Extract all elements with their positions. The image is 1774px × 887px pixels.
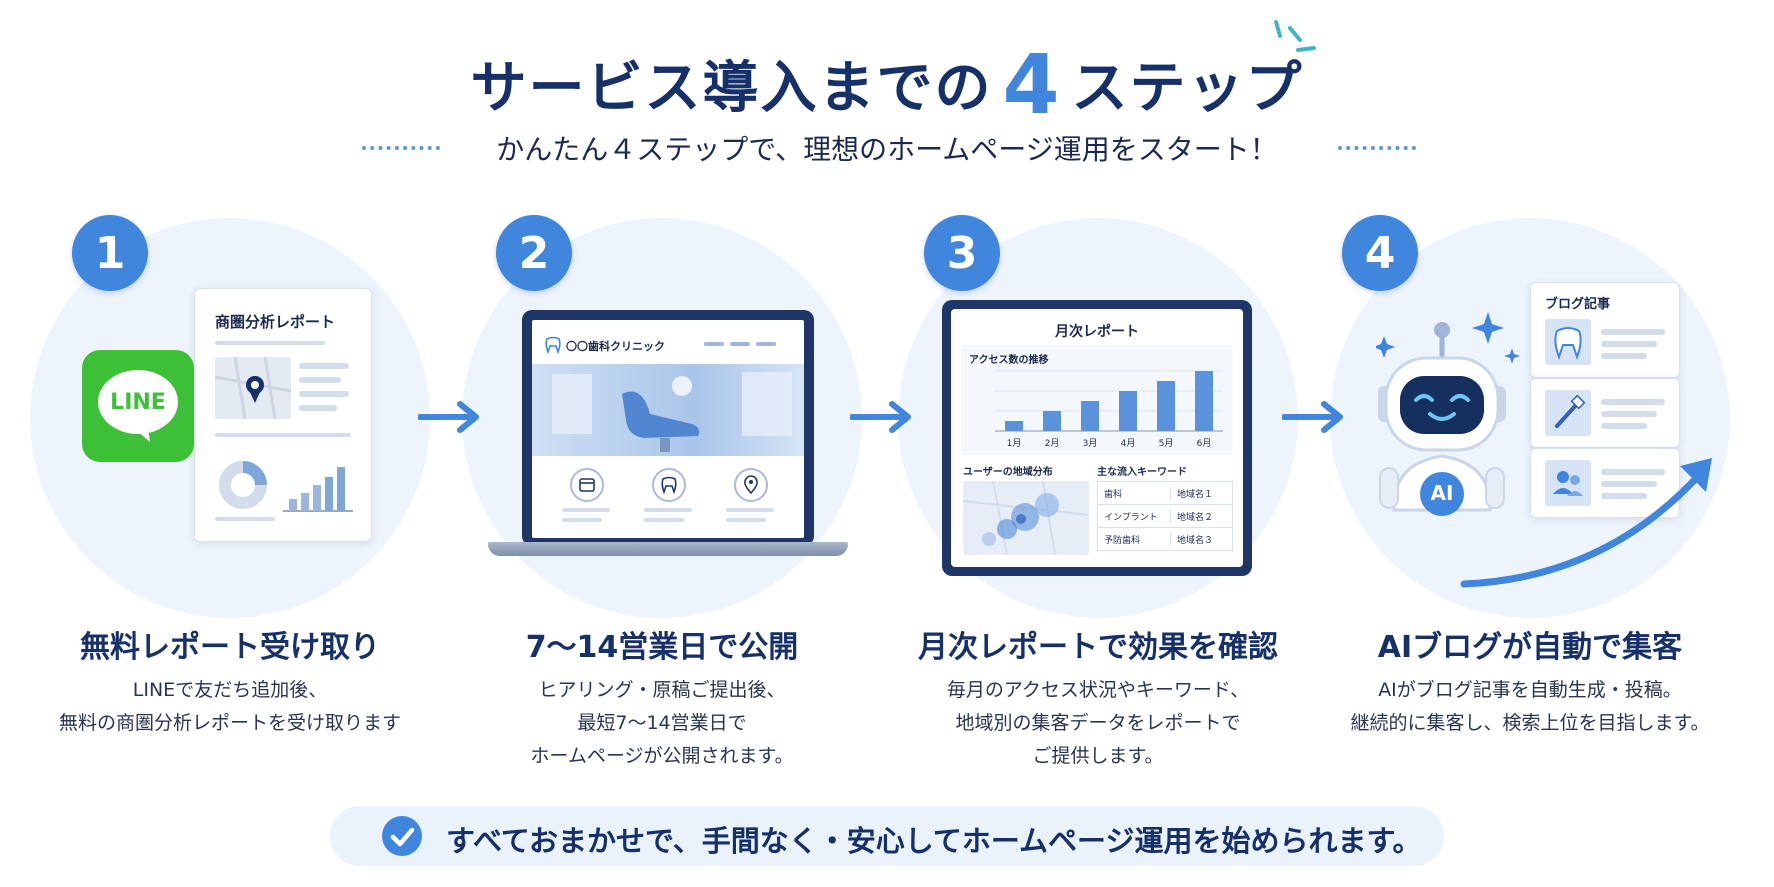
step-3-title: 月次レポートで効果を確認 (918, 630, 1278, 665)
step-3-badge: 3 (924, 215, 1000, 291)
step-4-badge: 4 (1342, 215, 1418, 291)
title-number: 4 (1002, 38, 1062, 133)
description-line: 毎月のアクセス状況やキーワード、 (946, 679, 1250, 701)
map-pin-icon (214, 356, 292, 420)
chart-tick-label: 2月 (1045, 438, 1060, 449)
access-chart-title: アクセス数の推移 (969, 355, 1049, 366)
monthly-report-title: 月次レポート (1055, 324, 1139, 340)
sparkle-icon (1376, 312, 1520, 364)
subtitle-dots-right (1338, 146, 1416, 150)
bar-chart-icon (283, 467, 353, 512)
access-chart-panel: アクセス数の推移 1月 2月 3月 4月 5月 6月 (961, 345, 1233, 455)
table-row: 歯科 地域名１ (1097, 481, 1233, 504)
chart-tick-label: 3月 (1083, 438, 1098, 449)
report-title: 商圏分析レポート (215, 313, 336, 331)
step-1-badge: 1 (72, 215, 148, 291)
ai-robot-icon (1378, 322, 1506, 516)
keyword-table: 歯科 地域名１ インプラント 地域名２ 予防歯科 地域名３ (1097, 481, 1233, 551)
chart-tick-label: 5月 (1159, 438, 1174, 449)
chart-tick-label: 1月 (1007, 438, 1022, 449)
blog-card (1530, 448, 1680, 518)
dental-chair-icon (552, 372, 792, 452)
table-row: 予防歯科 地域名３ (1097, 527, 1233, 551)
robot-ai-label: AI (1430, 481, 1454, 505)
step-4-title: AIブログが自動で集客 (1377, 630, 1683, 665)
chart-tick-label: 6月 (1197, 438, 1212, 449)
arrow-right-icon (418, 401, 479, 433)
keyword-cell: 予防歯科 (1098, 532, 1171, 546)
arrow-right-icon (1282, 401, 1343, 433)
footer-banner (330, 806, 1444, 866)
toothbrush-icon (1545, 390, 1591, 436)
title-before: サービス導入までの (470, 56, 993, 121)
title-after: ステップ (1071, 56, 1304, 121)
clinic-site-name: 〇〇歯科クリニック (566, 340, 665, 353)
description-line: 最短7〜14営業日で (577, 712, 747, 734)
sparkle-icon (1274, 20, 1316, 52)
region-cell: 地域名３ (1177, 535, 1214, 546)
keyword-cell: インプラント (1098, 509, 1171, 523)
step-2-description: ヒアリング・原稿ご提出後、 最短7〜14営業日で ホームページが公開されます。 (452, 674, 872, 773)
table-row: インプラント 地域名２ (1097, 504, 1233, 527)
map-thumbnail (214, 356, 292, 420)
footer-message: すべておまかせで、手間なく・安心してホームページ運用を始められます。 (446, 824, 1422, 858)
donut-chart-icon (219, 461, 267, 509)
region-map-title: ユーザーの地域分布 (963, 467, 1053, 478)
description-line: 継続的に集客し、検索上位を目指します。 (1350, 712, 1710, 734)
step-1-description: LINEで友だち追加後、 無料の商圏分析レポートを受け取ります (20, 674, 440, 740)
description-line: AIがブログ記事を自動生成・投稿。 (1378, 679, 1682, 701)
blog-card: ブログ記事 (1530, 282, 1680, 378)
laptop-screen-frame: 〇〇歯科クリニック (522, 310, 814, 546)
clinic-hero-image (532, 364, 804, 456)
tooth-icon (545, 336, 561, 354)
chart-tick-label: 4月 (1121, 438, 1136, 449)
keyword-cell: 歯科 (1098, 486, 1171, 500)
step-1-title: 無料レポート受け取り (80, 630, 380, 665)
chart-bar (1157, 381, 1175, 431)
chart-bar (1043, 411, 1061, 431)
page-subtitle: かんたん４ステップで、理想のホームページ運用をスタート！ (496, 133, 1278, 166)
arrow-right-icon (850, 401, 911, 433)
check-icon (382, 816, 422, 856)
calendar-icon (570, 468, 604, 502)
laptop-base (488, 542, 848, 556)
description-line: ご提供します。 (1032, 745, 1164, 767)
description-line: ヒアリング・原稿ご提出後、 (538, 679, 786, 701)
region-heatmap (963, 481, 1089, 555)
line-logo: LINE (82, 350, 194, 462)
blog-card (1530, 378, 1680, 448)
description-line: ホームページが公開されます。 (530, 745, 794, 767)
subtitle-dots-left (362, 146, 440, 150)
chart-bar (1195, 371, 1213, 431)
access-bar-chart: 1月 2月 3月 4月 5月 6月 (995, 370, 1223, 449)
laptop-screen: 〇〇歯科クリニック (532, 320, 804, 538)
description-line: LINEで友だち追加後、 (132, 679, 328, 701)
location-pin-icon (734, 468, 768, 502)
description-line: 無料の商圏分析レポートを受け取ります (58, 712, 401, 734)
tooth-icon (1545, 319, 1591, 365)
line-logo-text: LINE (110, 390, 166, 415)
monthly-report: 月次レポート アクセス数の推移 1月 2月 3月 4月 5月 6月 ユーザーの地域分布 主… (951, 309, 1243, 567)
trade-area-report-card: 商圏分析レポート (194, 288, 372, 542)
step-2-badge: 2 (496, 215, 572, 291)
region-cell: 地域名１ (1177, 489, 1214, 500)
chart-bar (1119, 391, 1137, 431)
region-cell: 地域名２ (1177, 512, 1214, 523)
growth-arrow-icon (1460, 458, 1712, 588)
step-4-description: AIがブログ記事を自動生成・投稿。 継続的に集客し、検索上位を目指します。 (1320, 674, 1740, 740)
blog-card-title: ブログ記事 (1545, 297, 1611, 312)
description-line: 地域別の集客データをレポートで (955, 712, 1241, 734)
chart-bar (1005, 421, 1023, 431)
keywords-title: 主な流入キーワード (1097, 467, 1187, 478)
line-speech-bubble-icon (98, 370, 178, 442)
chart-bar (1081, 401, 1099, 431)
report-tablet-frame: 月次レポート アクセス数の推移 1月 2月 3月 4月 5月 6月 ユーザーの地域分布 主… (942, 300, 1252, 576)
people-icon (1545, 460, 1591, 506)
tooth-icon (652, 468, 686, 502)
step-2-title: 7〜14営業日で公開 (525, 630, 799, 665)
step-3-description: 毎月のアクセス状況やキーワード、 地域別の集客データをレポートで ご提供します。 (888, 674, 1308, 773)
